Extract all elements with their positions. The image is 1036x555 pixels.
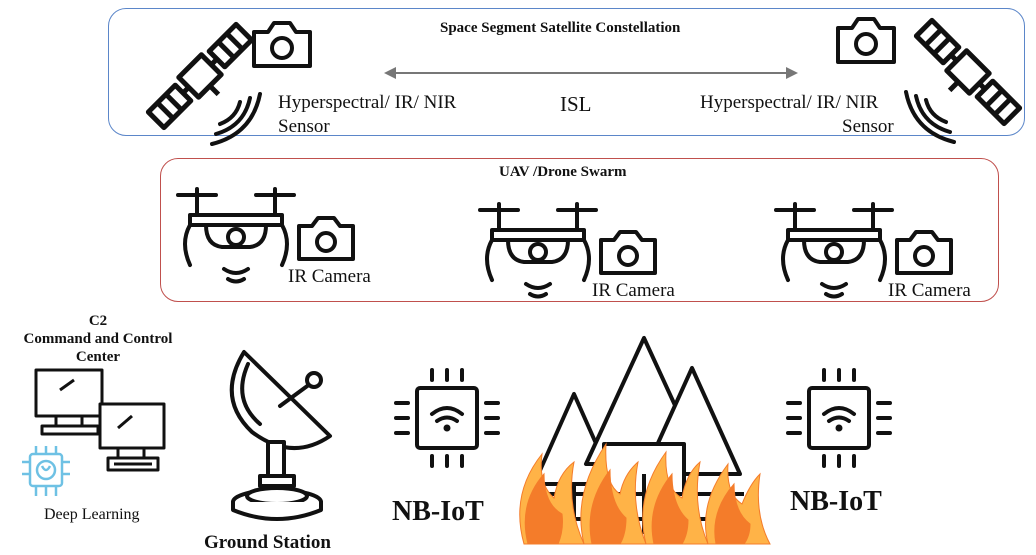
camera-icon-space-left	[252, 21, 312, 68]
ground-station-label: Ground Station	[204, 532, 331, 553]
ir-camera-label-1: IR Camera	[288, 266, 371, 287]
camera-icon-space-right	[836, 17, 896, 64]
c2-title: C2 Command and Control Center	[0, 312, 196, 366]
uav-swarm-title: UAV /Drone Swarm	[499, 164, 627, 180]
signal-icon-left	[210, 92, 262, 146]
camera-icon-uav-1	[297, 216, 355, 261]
flames	[519, 442, 771, 545]
ir-camera-label-2: IR Camera	[592, 280, 675, 301]
space-segment-title: Space Segment Satellite Constellation	[440, 20, 681, 36]
signal-icon-right	[904, 90, 956, 144]
c2-line3: Center	[75, 349, 121, 365]
satellite-dish-icon	[229, 350, 332, 521]
drone-icon-1	[176, 187, 296, 284]
nbiot-label-right: NB-IoT	[790, 486, 882, 517]
satellite-icon-right	[904, 17, 1023, 144]
isl-arrow	[384, 67, 798, 79]
isl-label: ISL	[560, 92, 592, 116]
deep-learning-label: Deep Learning	[44, 506, 140, 523]
sensor-label-right-line1: Hyperspectral/ IR/ NIR	[700, 92, 879, 113]
computer-icon	[34, 368, 166, 472]
iot-chip-icon-right	[786, 368, 892, 468]
brain-chip-icon	[22, 446, 70, 496]
sensor-label-left-line1: Hyperspectral/ IR/ NIR	[278, 92, 457, 113]
drone-icon-2	[478, 202, 598, 299]
camera-icon-uav-2	[599, 230, 657, 275]
forest-fire-icon	[519, 336, 771, 545]
satellite-icon-left	[145, 21, 262, 146]
uav-swarm-box	[160, 158, 999, 302]
c2-line2: Command and Control	[23, 331, 173, 347]
sensor-label-right-line2: Sensor	[842, 116, 894, 137]
camera-icon-uav-3	[895, 230, 953, 275]
drone-icon-3	[774, 202, 894, 299]
iot-chip-icon-left	[394, 368, 500, 468]
space-segment-box	[108, 8, 1025, 136]
nbiot-label-left: NB-IoT	[392, 496, 484, 527]
ir-camera-label-3: IR Camera	[888, 280, 971, 301]
sensor-label-left-line2: Sensor	[278, 116, 330, 137]
c2-line1: C2	[88, 313, 108, 329]
